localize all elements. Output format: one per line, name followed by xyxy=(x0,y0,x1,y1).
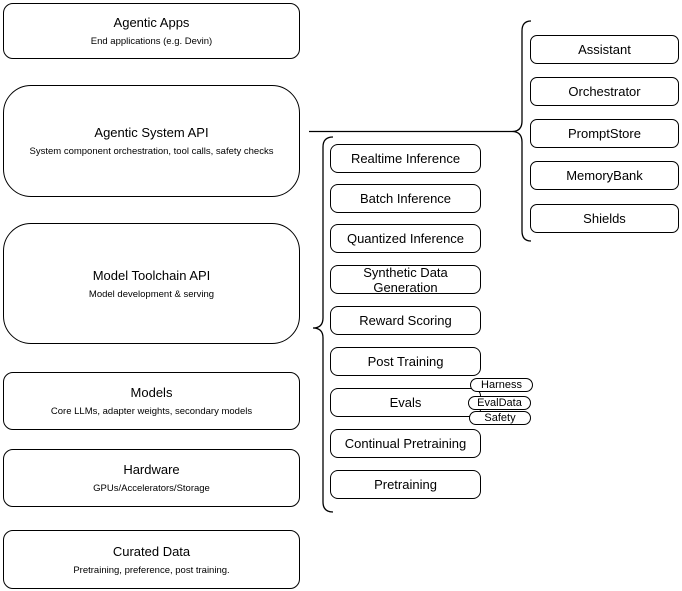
tag-harness: Harness xyxy=(470,378,533,392)
node-label: Quantized Inference xyxy=(346,231,465,246)
node-label: Continual Pretraining xyxy=(344,436,467,451)
node-title: Models xyxy=(130,385,173,400)
node-title: Curated Data xyxy=(112,543,191,559)
node-hardware: Hardware GPUs/Accelerators/Storage xyxy=(3,449,300,507)
node-subtitle: Pretraining, preference, post training. xyxy=(73,564,230,576)
node-promptstore: PromptStore xyxy=(530,119,679,148)
node-memorybank: MemoryBank xyxy=(530,161,679,190)
node-label: Shields xyxy=(583,211,626,226)
tag-label: Safety xyxy=(484,412,516,424)
node-assistant: Assistant xyxy=(530,35,679,64)
node-label: Synthetic Data Generation xyxy=(363,264,448,295)
node-title: Agentic Apps xyxy=(113,15,190,30)
node-batch-inference: Batch Inference xyxy=(330,184,481,213)
node-title: Model Toolchain API xyxy=(92,267,211,283)
node-label: Orchestrator xyxy=(568,84,641,99)
node-label: Post Training xyxy=(367,354,444,369)
node-realtime-inference: Realtime Inference xyxy=(330,144,481,173)
node-label: Reward Scoring xyxy=(359,313,452,328)
node-evals: Evals xyxy=(330,388,481,417)
node-orchestrator: Orchestrator xyxy=(530,77,679,106)
node-subtitle: System component orchestration, tool cal… xyxy=(29,146,274,157)
node-models: Models Core LLMs, adapter weights, secon… xyxy=(3,372,300,430)
node-label: MemoryBank xyxy=(566,168,643,183)
node-subtitle: Core LLMs, adapter weights, secondary mo… xyxy=(50,406,253,417)
node-label: Pretraining xyxy=(374,477,437,492)
node-label: Batch Inference xyxy=(359,191,452,206)
tag-evaldata: EvalData xyxy=(468,396,531,410)
node-shields: Shields xyxy=(530,204,679,233)
node-subtitle: GPUs/Accelerators/Storage xyxy=(93,483,210,494)
node-quantized-inference: Quantized Inference xyxy=(330,224,481,253)
node-continual-pretraining: Continual Pretraining xyxy=(330,429,481,458)
node-title: Hardware xyxy=(123,462,180,477)
tag-label: Harness xyxy=(481,379,522,391)
components-group-brace xyxy=(511,20,532,242)
node-agentic-system-api: Agentic System API System component orch… xyxy=(3,85,300,197)
node-title: Agentic System API xyxy=(94,125,209,140)
tag-safety: Safety xyxy=(469,411,531,425)
node-model-toolchain-api: Model Toolchain API Model development & … xyxy=(3,223,300,344)
node-reward-scoring: Reward Scoring xyxy=(330,306,481,335)
node-agentic-apps: Agentic Apps End applications (e.g. Devi… xyxy=(3,3,300,59)
node-subtitle: Model development & serving xyxy=(88,288,215,300)
node-label: PromptStore xyxy=(568,126,641,141)
node-curated-data: Curated Data Pretraining, preference, po… xyxy=(3,530,300,589)
node-label: Evals xyxy=(389,395,422,410)
node-synthetic-data-generation: Synthetic Data Generation xyxy=(330,264,481,295)
tag-label: EvalData xyxy=(477,397,522,409)
node-post-training: Post Training xyxy=(330,347,481,376)
node-label: Assistant xyxy=(578,42,631,57)
node-subtitle: End applications (e.g. Devin) xyxy=(90,36,213,47)
node-label: Realtime Inference xyxy=(350,151,461,166)
node-pretraining: Pretraining xyxy=(330,470,481,499)
